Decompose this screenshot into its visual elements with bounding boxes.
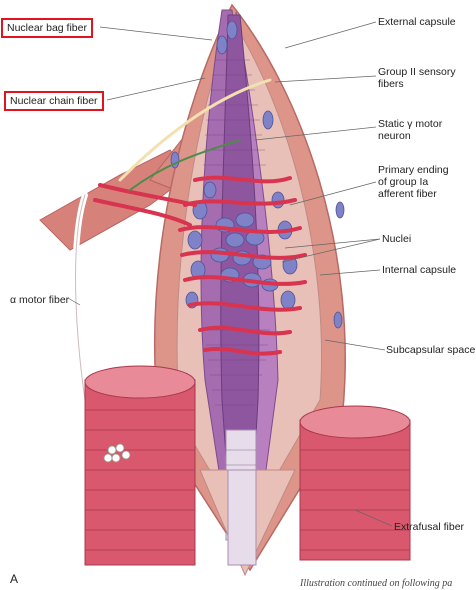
alpha-motor-fiber-label: α motor fiber: [10, 294, 69, 306]
internal-capsule-label: Internal capsule: [382, 264, 456, 276]
nuclei-label: Nuclei: [382, 233, 411, 245]
figure-caption: Illustration continued on following pa: [300, 578, 476, 589]
group2-label-line2: fibers: [378, 78, 404, 90]
nuclear-bag-fiber-label: Nuclear bag fiber: [1, 18, 93, 38]
primary-ending-label-line3: afferent fiber: [378, 188, 437, 200]
group2-label-line1: Group II sensory: [378, 66, 456, 78]
primary-ending-label-line2: of group Ia: [378, 176, 428, 188]
extrafusal-left: [85, 366, 195, 565]
primary-ending-label-line1: Primary ending: [378, 164, 449, 176]
extrafusal-right: [300, 406, 410, 560]
panel-letter: A: [10, 572, 18, 586]
subcapsular-space-label: Subcapsular space: [386, 344, 475, 356]
static-gamma-label-line1: Static γ motor: [378, 118, 442, 130]
static-gamma-label-line2: neuron: [378, 130, 411, 142]
nuclear-chain-fiber-label: Nuclear chain fiber: [4, 91, 104, 111]
external-capsule-label: External capsule: [378, 16, 456, 28]
extrafusal-fiber-label: Extrafusal fiber: [394, 521, 464, 533]
